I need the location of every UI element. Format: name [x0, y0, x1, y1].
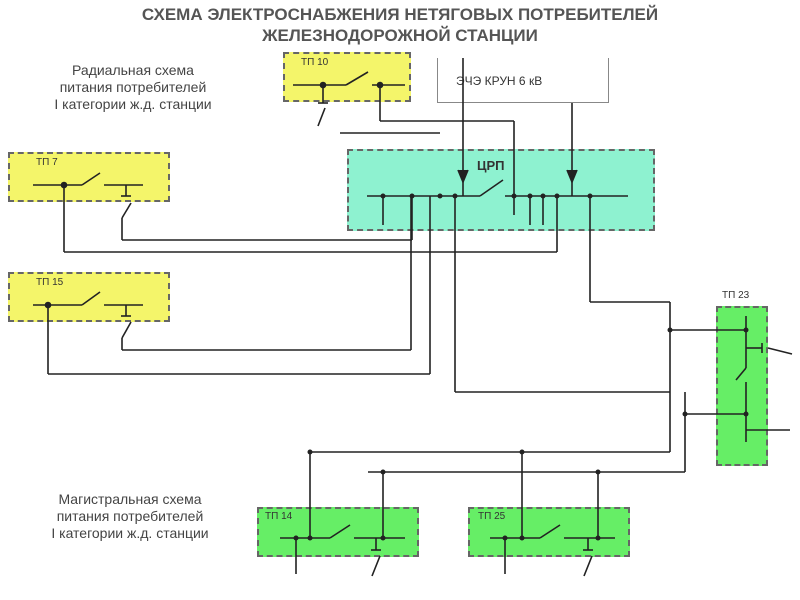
tp25-label: ТП 25 [478, 511, 506, 522]
substation-tp10: ТП 10 [283, 52, 411, 102]
trunk-caption-line-1: Магистральная схема [58, 491, 202, 507]
tp25-busbar [490, 524, 615, 539]
tp10-busbar [293, 71, 405, 86]
tp15-busbar [33, 291, 143, 306]
source-label: ЭЧЭ КРУН 6 кВ [456, 74, 543, 88]
tp14-busbar [280, 524, 405, 539]
radial-scheme-caption: Радиальная схема питания потребителей I … [18, 62, 248, 113]
trunk-caption-line-3: I категории ж.д. станции [51, 525, 209, 541]
trunk-scheme-caption: Магистральная схема питания потребителей… [10, 491, 250, 542]
tp23-nodes [667, 327, 749, 417]
crp-nodes [380, 193, 593, 199]
tp15-feeder [47, 196, 431, 375]
radial-caption-line-1: Радиальная схема [72, 62, 194, 78]
crp-inputs [457, 58, 578, 196]
title-line-2: ЖЕЛЕЗНОДОРОЖНОЙ СТАНЦИИ [262, 26, 538, 45]
trunk-nodes [307, 449, 601, 475]
tp7-feeder [63, 185, 558, 253]
tp15-label: ТП 15 [36, 277, 64, 288]
crp-busbar [367, 179, 628, 197]
trunk-caption-line-2: питания потребителей [56, 508, 204, 524]
tp23-feeders [670, 329, 793, 431]
tp23-label: ТП 23 [722, 290, 750, 301]
tp23-busbar [735, 316, 747, 442]
substation-tp15: ТП 15 [8, 272, 170, 322]
crp-feeders [382, 196, 671, 452]
tp7-label: ТП 7 [36, 157, 58, 168]
tp10-feeder [317, 85, 515, 215]
substation-tp23 [716, 306, 768, 466]
tp10-label: ТП 10 [301, 57, 329, 68]
substation-crp: ЦРП [347, 149, 655, 231]
substation-tp25: ТП 25 [468, 507, 630, 557]
substation-tp7: ТП 7 [8, 152, 170, 202]
tp14-label: ТП 14 [265, 511, 293, 522]
diagram-title: СХЕМА ЭЛЕКТРОСНАБЖЕНИЯ НЕТЯГОВЫХ ПОТРЕБИ… [0, 4, 800, 46]
source-ech-krun: ЭЧЭ КРУН 6 кВ [437, 58, 609, 103]
radial-caption-line-3: I категории ж.д. станции [54, 96, 212, 112]
title-line-1: СХЕМА ЭЛЕКТРОСНАБЖЕНИЯ НЕТЯГОВЫХ ПОТРЕБИ… [141, 5, 659, 24]
trunk-lines [310, 414, 686, 473]
tp14-feeders [295, 452, 384, 577]
tp25-feeders [504, 452, 599, 577]
radial-caption-line-2: питания потребителей [59, 79, 207, 95]
crp-label: ЦРП [477, 158, 505, 173]
tp7-busbar [33, 172, 143, 186]
